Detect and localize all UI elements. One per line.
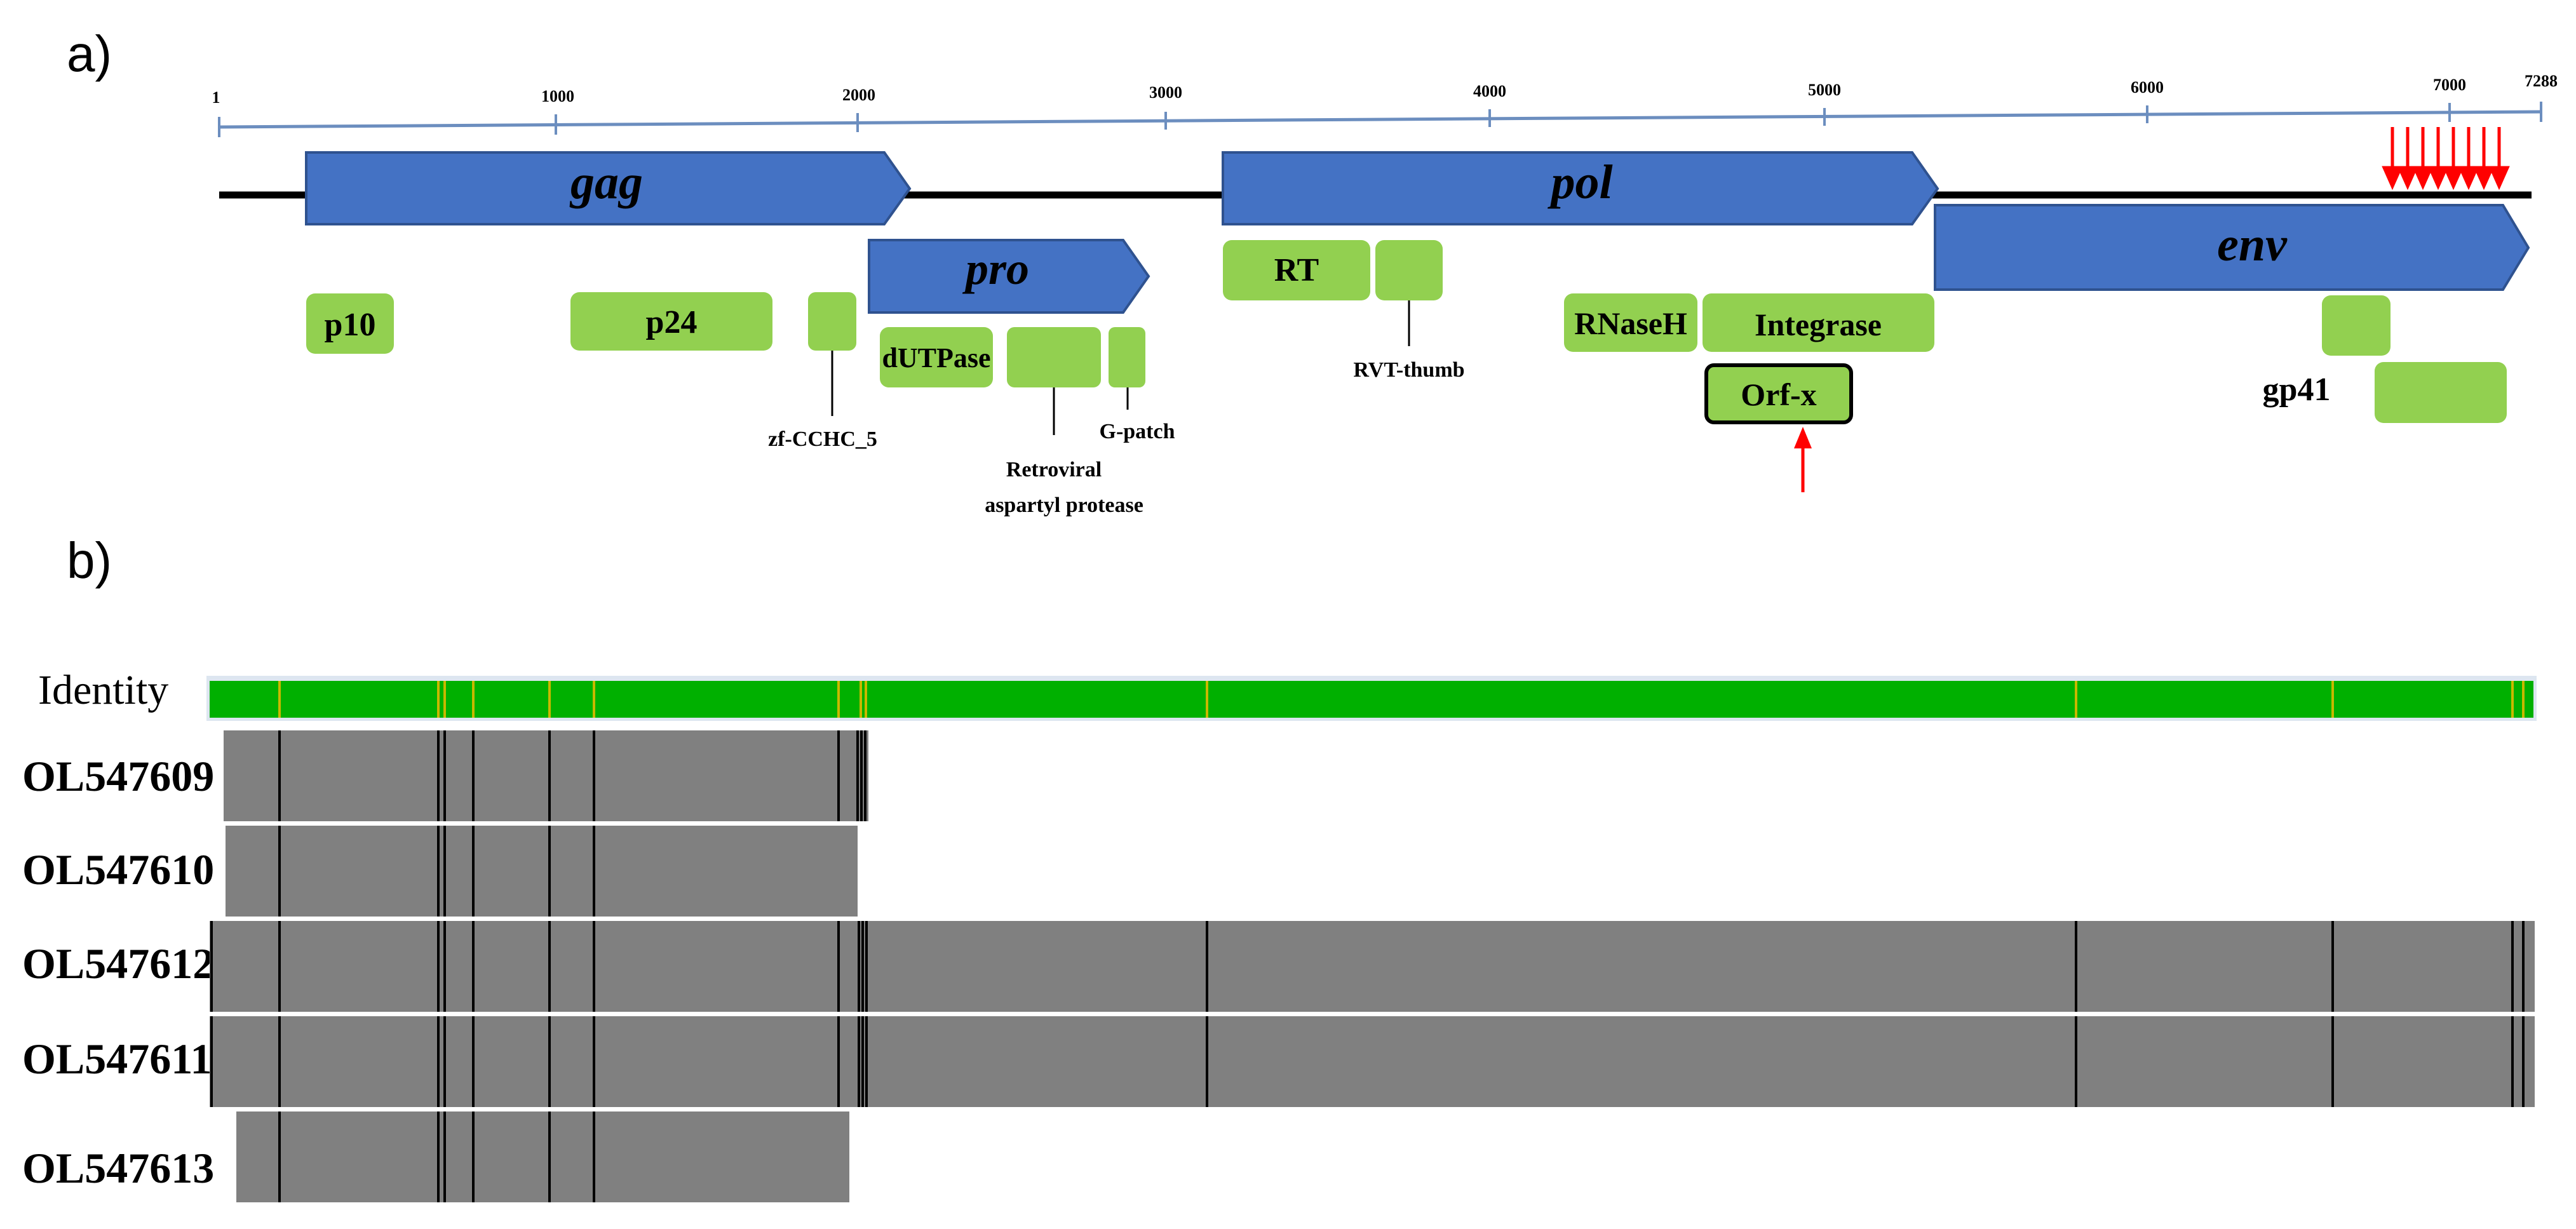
red-arrow-3-head [2412,166,2434,191]
domain-integrase-label: Integrase [1755,307,1882,342]
ruler-label-3000: 3000 [1149,83,1182,102]
ruler-label-5000: 5000 [1808,81,1841,99]
domain-integrase [1703,293,1934,352]
row-marks-ol547612 [210,921,2525,1012]
row-label-ol547612: OL547612 [22,939,214,988]
row-marks-ol547610 [278,826,595,917]
identity-label: Identity [38,667,168,713]
domain-retroviral-protease [1007,327,1101,387]
ruler-label-2000: 2000 [842,86,875,104]
row-marks-ol547613 [278,1111,595,1202]
domain-env-1 [2322,295,2391,356]
domain-rnaseh [1564,293,1697,352]
panel-label-a: a) [67,25,112,82]
gene-gag-arrow [305,151,912,225]
panel-label-b: b) [67,532,112,589]
red-arrow-7-head [2473,166,2495,191]
ruler-label-4000: 4000 [1473,82,1506,100]
alignment-rows: OL547609 OL547610 OL547612 [22,730,2535,1202]
domain-orf-x-label: Orf-x [1741,377,1816,412]
row-bar-ol547609 [224,730,868,821]
gene-gag: gag [305,151,912,225]
ruler-label-1000: 1000 [541,87,574,105]
domain-rt-label: RT [1274,252,1319,288]
domain-rvt-thumb-label: RVT-thumb [1353,358,1464,382]
red-arrow-2-head [2397,166,2418,191]
row-bar-ol547611 [210,1016,2535,1107]
identity-bar-gaps [278,681,2525,718]
red-arrow-4-head [2427,166,2449,191]
ruler-label-1: 1 [212,88,220,107]
gene-pro-arrow [868,239,1150,314]
identity-bar [210,681,2533,718]
gene-pro: pro [868,239,1150,314]
gene-gag-label: gag [569,156,643,209]
red-arrow-6-head [2458,166,2479,191]
gene-pro-label: pro [962,243,1029,294]
domains: p10 p24 zf-CCHC_5 dUTPase Retroviral asp… [306,240,2507,517]
row-label-ol547610: OL547610 [22,845,214,894]
row-label-ol547611: OL547611 [22,1035,212,1083]
domain-dutpase [880,327,993,387]
ruler-label-6000: 6000 [2131,78,2164,97]
orf-x-red-arrow-head [1794,427,1812,448]
ruler: 1 1000 2000 3000 4000 5000 6000 7000 728… [212,72,2558,137]
domain-zf-cchc [808,292,856,351]
gene-pol-label: pol [1547,156,1612,209]
domain-rvt-thumb [1375,240,1443,300]
domain-g-patch [1109,327,1145,387]
gene-env: env [1934,204,2530,291]
domain-p10-label: p10 [325,307,376,343]
row-label-ol547613: OL547613 [22,1144,214,1192]
gene-env-label: env [2217,218,2288,271]
domain-zf-cchc-label: zf-CCHC_5 [768,427,877,451]
domain-p24-label: p24 [646,304,698,340]
gene-pol: pol [1222,151,1939,225]
gene-env-arrow [1934,204,2530,291]
ruler-label-7288: 7288 [2525,72,2558,90]
ruler-line [219,110,2542,129]
domain-rnaseh-label: RNaseH [1574,306,1687,341]
red-arrow-8-head [2488,166,2510,191]
domain-p24 [570,292,772,351]
domain-dutpase-label: dUTPase [882,342,990,373]
row-bar-ol547613 [236,1111,849,1202]
gene-pol-arrow [1222,151,1939,225]
row-bar-ol547610 [226,826,858,917]
domain-retroviral-protease-label-2: aspartyl protease [985,494,1143,517]
domain-g-patch-label: G-patch [1100,420,1175,443]
domain-retroviral-protease-label-1: Retroviral [1006,458,1102,481]
red-arrow-5-head [2443,166,2464,191]
ruler-label-7000: 7000 [2433,76,2466,94]
domain-gp41-label: gp41 [2263,372,2331,408]
red-arrow-1-head [2382,166,2403,191]
row-label-ol547609: OL547609 [22,752,214,800]
row-marks-ol547611 [210,1016,2525,1107]
row-marks-ol547609 [278,730,867,821]
domain-orf-x [1704,363,1853,424]
domain-p10 [306,293,394,354]
integration-site-arrows [2382,127,2510,191]
domain-rt [1223,240,1370,300]
domain-gp41 [2375,362,2507,423]
row-bar-ol547612 [210,921,2535,1012]
